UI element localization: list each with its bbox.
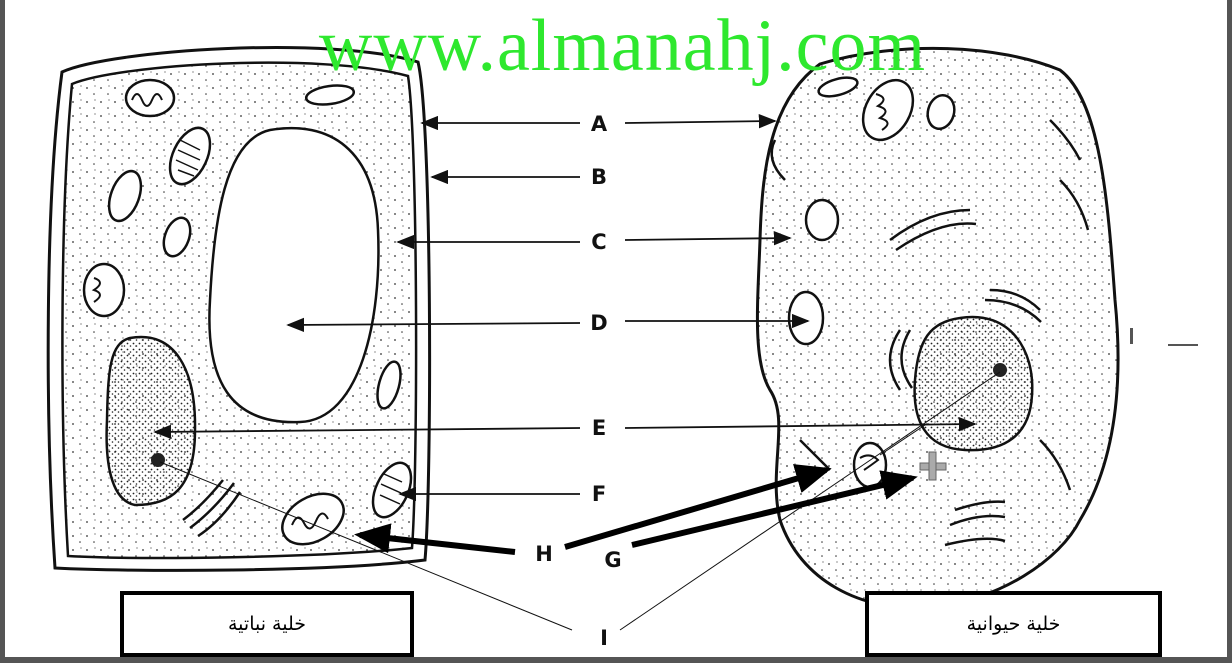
animal-vesicle-2 bbox=[806, 200, 838, 240]
label-g: G bbox=[598, 548, 628, 572]
plant-nucleus bbox=[107, 337, 195, 505]
animal-nucleus bbox=[915, 317, 1033, 450]
label-f: F bbox=[584, 482, 614, 506]
animal-vesicle-3 bbox=[789, 292, 823, 344]
stray-marks bbox=[1130, 328, 1198, 346]
label-c: C bbox=[584, 230, 614, 254]
plant-nucleolus bbox=[151, 453, 165, 467]
label-i: I bbox=[589, 626, 619, 650]
plant-vacuole bbox=[209, 128, 378, 422]
plant-cell-caption: خلية نباتية bbox=[120, 591, 414, 657]
watermark-text: www.almanahj.com bbox=[235, 6, 1010, 86]
animal-cell bbox=[757, 48, 1118, 608]
plant-mitochondrion-top bbox=[126, 80, 174, 116]
label-a: A bbox=[584, 112, 614, 136]
animal-cell-caption: خلية حيوانية bbox=[865, 591, 1162, 657]
plant-mitochondrion-left bbox=[84, 264, 124, 316]
label-b: B bbox=[584, 165, 614, 189]
animal-mitochondrion-bottom bbox=[854, 443, 886, 487]
plant-cell bbox=[48, 47, 429, 570]
line-a-right bbox=[625, 121, 775, 123]
label-d: D bbox=[584, 311, 614, 335]
label-h: H bbox=[529, 542, 559, 566]
label-e: E bbox=[584, 416, 614, 440]
